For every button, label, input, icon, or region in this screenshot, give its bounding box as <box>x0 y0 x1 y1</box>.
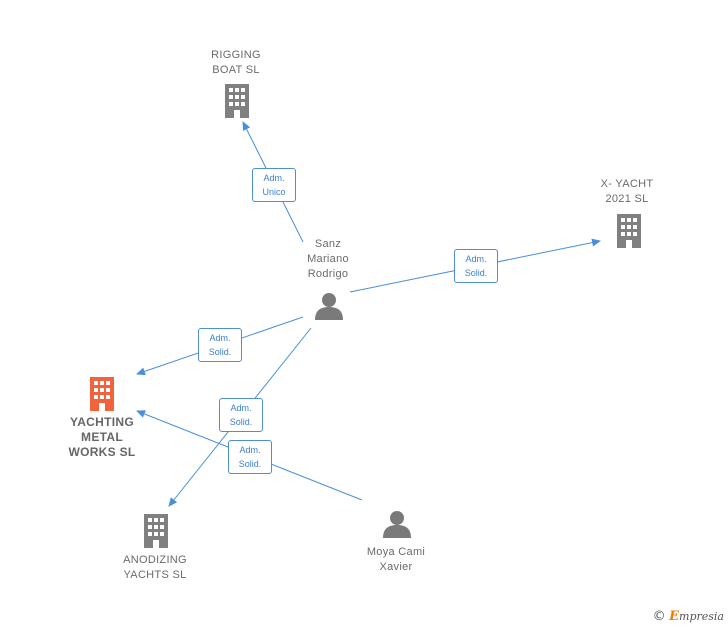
company-label-xyacht[interactable]: X- YACHT 2021 SL <box>600 178 654 205</box>
building-icon[interactable] <box>90 377 114 411</box>
company-label-rigging[interactable]: RIGGING BOAT SL <box>211 49 261 76</box>
edge-label-sanz-anodizing: Adm. Solid. <box>219 398 263 432</box>
building-icon[interactable] <box>225 84 249 118</box>
person-label-moya[interactable]: Moya Cami Xavier <box>366 546 426 573</box>
edge-label-moya-yachting: Adm. Solid. <box>228 440 272 474</box>
building-icon[interactable] <box>617 214 641 248</box>
edge-label-sanz-rigging: Adm. Unico <box>252 168 296 202</box>
company-label-yachting[interactable]: YACHTING METAL WORKS SL <box>68 415 136 459</box>
person-label-sanz[interactable]: Sanz Mariano Rodrigo <box>307 238 349 280</box>
edge-label-sanz-yachting: Adm. Solid. <box>198 328 242 362</box>
edge-label-sanz-xyacht: Adm. Solid. <box>454 249 498 283</box>
building-icon[interactable] <box>144 514 168 548</box>
empresia-logo: © Empresia <box>652 609 724 624</box>
person-icon[interactable] <box>383 511 411 538</box>
person-icon[interactable] <box>315 293 343 320</box>
company-label-anodizing[interactable]: ANODIZING YACHTS SL <box>123 554 187 581</box>
